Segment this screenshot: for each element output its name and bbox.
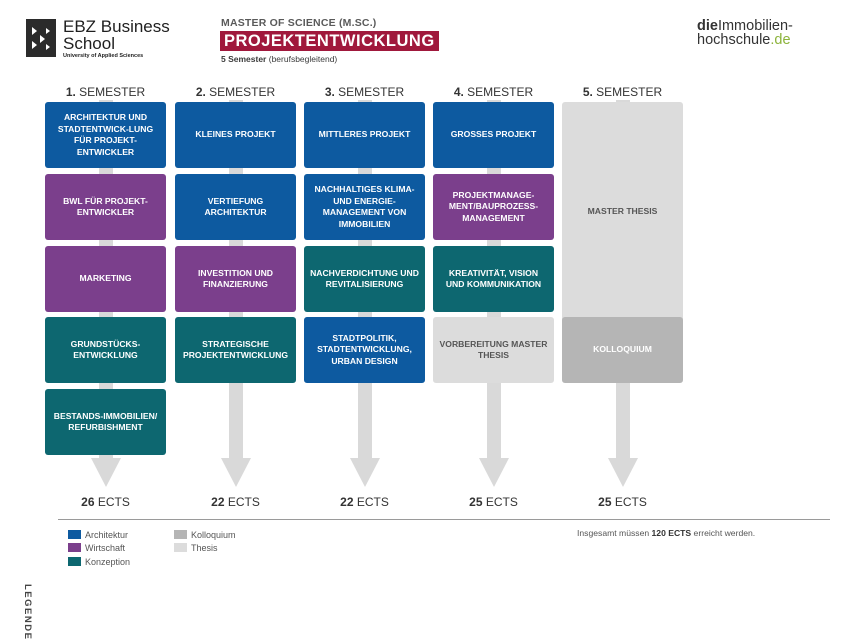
module-box: MITTLERES PROJEKT [304,102,425,168]
module-box: INVESTITION UND FINANZIERUNG [175,246,296,312]
brand-logo: dieImmobilien- hochschule.de [697,18,793,48]
ects-total: 26 ECTS [81,495,130,509]
legend-label: Wirtschaft [85,543,126,553]
semester-heading: 1. SEMESTER [65,85,146,99]
legend-label: Kolloquium [191,530,236,540]
legend-swatch [174,530,187,539]
legend-swatch [174,543,187,552]
module-box: BWL FÜR PROJEKT-ENTWICKLER [45,174,166,240]
legend-label: Architektur [85,530,129,540]
semester-heading: 2. SEMESTER [195,85,276,99]
module-box: MASTER THESIS [562,102,683,322]
module-box: ARCHITEKTUR UND STADTENTWICK-LUNG FÜR PR… [45,102,166,168]
legend-label: Konzeption [85,557,131,567]
school-name: EBZ Business School [63,17,170,53]
divider [58,519,830,520]
module-box: BESTANDS-IMMOBILIEN/ REFURBISHMENT [45,389,166,455]
semester-heading: 4. SEMESTER [453,85,534,99]
module-box: NACHVERDICHTUNG UND REVITALISIERUNG [304,246,425,312]
ebz-logo-icon [26,19,56,57]
module-box: NACHHALTIGES KLIMA- UND ENERGIE-MANAGEME… [304,174,425,240]
legend-swatch [68,557,81,566]
module-box: KREATIVITÄT, VISION UND KOMMUNIKATION [433,246,554,312]
degree-label: MASTER OF SCIENCE (M.SC.) [221,17,377,29]
legend-item: Wirtschaft [68,543,125,554]
module-box: KOLLOQUIUM [562,317,683,383]
legend-item: Kolloquium [174,530,236,541]
module-box: STADTPOLITIK, STADTENTWICKLUNG, URBAN DE… [304,317,425,383]
module-box: VORBEREITUNG MASTER THESIS [433,317,554,383]
module-box: PROJEKTMANAGE-MENT/BAUPROZESS-MANAGEMENT [433,174,554,240]
ects-total: 22 ECTS [211,495,260,509]
module-box: GROSSES PROJEKT [433,102,554,168]
semester-heading: 5. SEMESTER [582,85,663,99]
legend-title: LEGENDE [22,584,33,640]
ects-total: 25 ECTS [469,495,518,509]
duration-note: 5 Semester (berufsbegleitend) [221,54,338,64]
module-box: VERTIEFUNG ARCHITEKTUR [175,174,296,240]
semester-heading: 3. SEMESTER [324,85,405,99]
module-box: STRATEGISCHE PROJEKTENTWICKLUNG [175,317,296,383]
ects-total: 22 ECTS [340,495,389,509]
module-box: GRUNDSTÜCKS-ENTWICKLUNG [45,317,166,383]
module-box: KLEINES PROJEKT [175,102,296,168]
program-title: PROJEKTENTWICKLUNG [220,31,439,51]
total-ects-note: Insgesamt müssen 120 ECTS erreicht werde… [577,528,756,538]
legend-swatch [68,530,81,539]
legend-label: Thesis [191,543,218,553]
legend-item: Architektur [68,530,128,541]
ects-total: 25 ECTS [598,495,647,509]
module-box: MARKETING [45,246,166,312]
legend-item: Thesis [174,543,218,554]
school-subtitle: University of Applied Sciences [63,53,144,59]
legend-swatch [68,543,81,552]
legend-item: Konzeption [68,557,130,568]
